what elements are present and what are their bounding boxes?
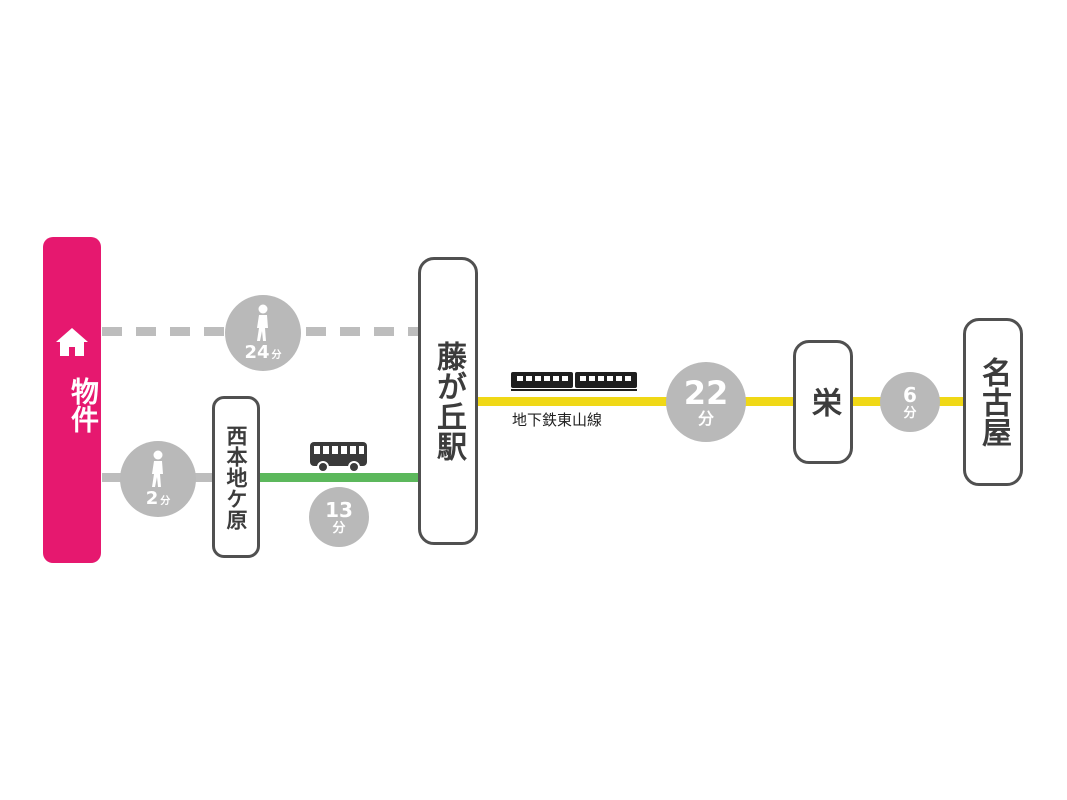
property-block: 物件 — [43, 237, 101, 563]
walk-to-bus-minutes: 2 — [145, 488, 159, 509]
station-fujigaoka: 藤が丘駅 — [418, 257, 478, 545]
bus-icon — [310, 442, 367, 473]
walk-time-to-bus-badge: 2 分 — [120, 441, 196, 517]
bus-time-badge: 13 分 — [309, 487, 369, 547]
subway-minutes: 22 — [683, 374, 729, 412]
station-sakae: 栄 — [793, 340, 853, 464]
station-nagoya: 名古屋 — [963, 318, 1023, 486]
subway-line-name: 地下鉄東山線 — [512, 411, 603, 429]
bus-unit: 分 — [332, 520, 346, 536]
house-icon — [56, 328, 88, 356]
bus-route-line — [260, 473, 420, 482]
bus-minutes: 13 — [325, 497, 353, 522]
station-nishimotochigahara: 西本地ケ原 — [212, 396, 260, 558]
sakae-nagoya-minutes: 6 — [903, 382, 917, 407]
walking-person-icon — [152, 450, 163, 487]
walk-direct-unit: 分 — [271, 350, 282, 361]
sakae-nagoya-unit: 分 — [903, 405, 917, 421]
property-label: 物件 — [67, 377, 100, 433]
walk-to-bus-unit: 分 — [160, 496, 171, 507]
walking-person-icon — [257, 304, 268, 341]
subway-time-badge: 22 分 — [666, 362, 746, 442]
train-icon — [511, 372, 637, 391]
sakae-nagoya-time-badge: 6 分 — [880, 372, 940, 432]
subway-unit: 分 — [697, 409, 714, 428]
walk-time-direct-badge: 24 分 — [225, 295, 301, 371]
walk-direct-minutes: 24 — [244, 342, 270, 363]
